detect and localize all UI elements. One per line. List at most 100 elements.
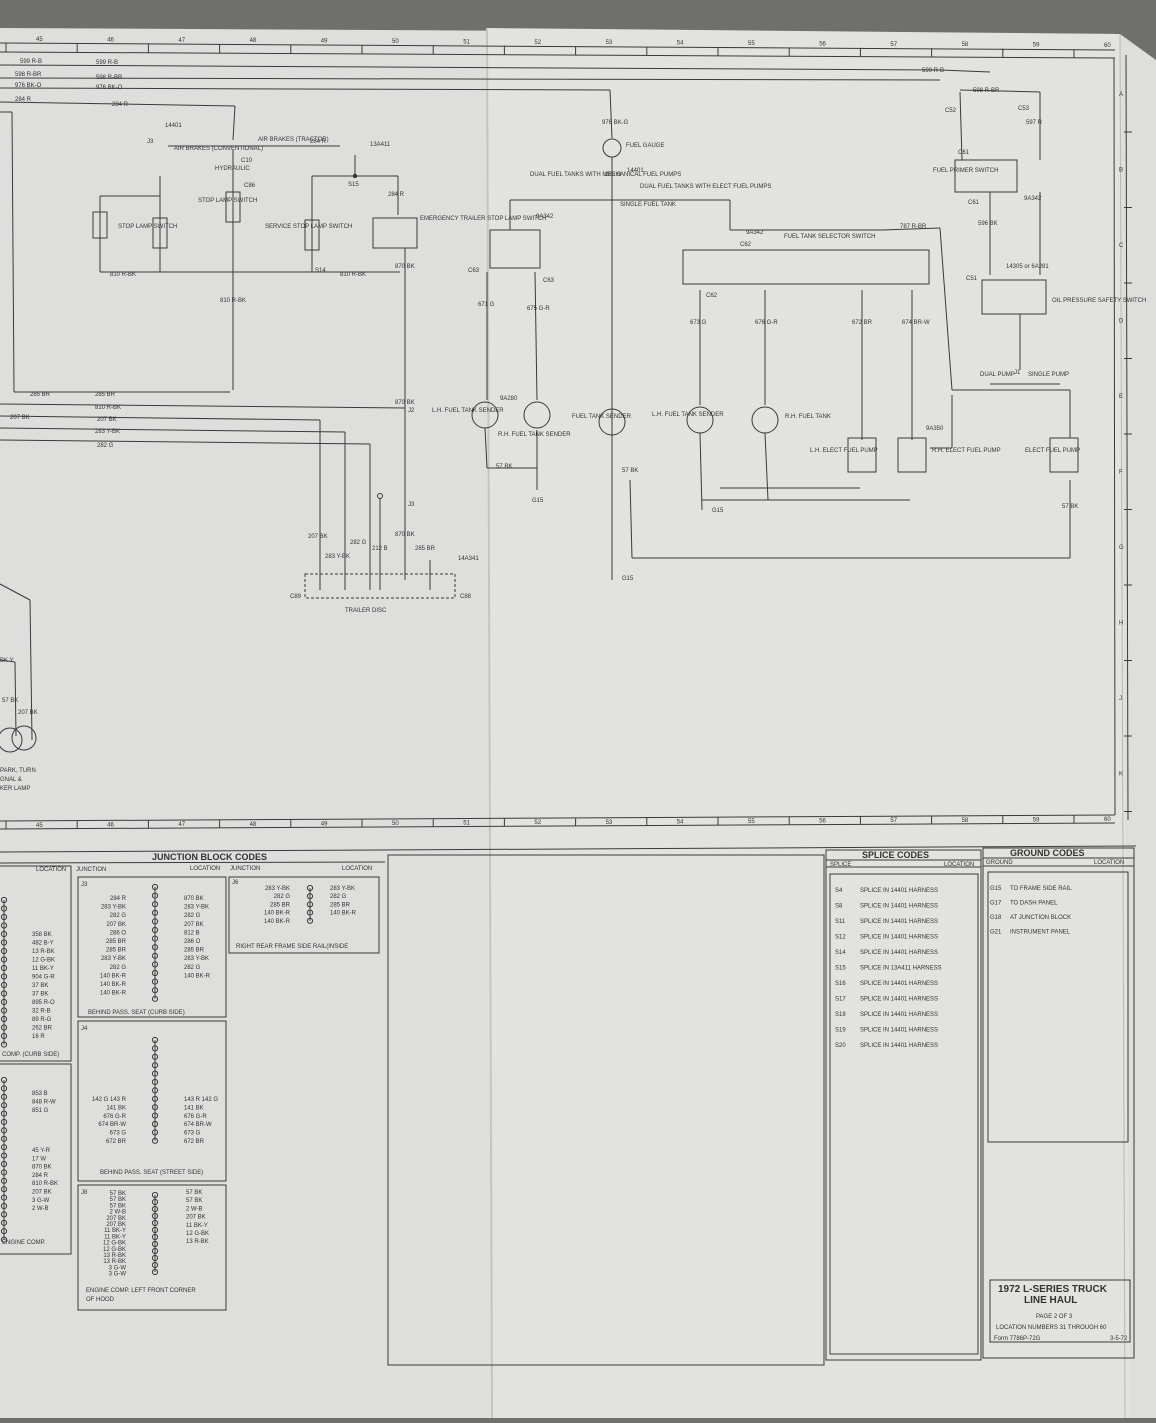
selector-switch-label: FUEL TANK SELECTOR SWITCH [784,234,875,240]
left-col3-wire: 207 BK [32,1190,52,1196]
j8-right-wire: 57 BK [186,1198,202,1204]
j8-left-wire: 11 BK-Y [104,1234,126,1240]
ruler-top-number: 54 [677,41,684,47]
ruler-bottom-number: 45 [36,823,43,829]
primer-9a342: 9A342 [1024,196,1042,202]
j3-right-wire: 286 O [184,939,201,945]
wire-label-599: 599 R-B [20,59,42,65]
j6-left-wire: 140 BK-R [264,919,291,925]
c89-label: C89 [290,594,302,600]
left-col2-wire: 848 R-W [32,1100,56,1106]
primer-circuit [939,69,1060,385]
fuel-9a342-b: 9A342 [746,230,764,236]
single-pump-label: SINGLE PUMP [1028,372,1069,378]
left-loc-3: ENGINE COMP. [2,1240,46,1246]
j6-location: RIGHT REAR FRAME SIDE RAIL(INSIDE [236,944,348,950]
j6-left-wire: 285 BR [270,902,291,908]
j4-left-wire: 674 BR-W [98,1122,126,1128]
trailer-j2-label: J2 [408,408,415,414]
wire-870-b: 870 BK [395,400,415,406]
left-col3-wire: 870 BK [32,1165,52,1171]
splice-code: S17 [835,997,846,1003]
fuel-wire-676: 676 G-R [755,320,778,326]
ruler-bottom-number: 57 [890,818,897,824]
ruler-top-number: 47 [178,38,185,44]
wire-284-b: 284 R [388,192,405,198]
title-page: PAGE 2 OF 3 [1036,1314,1073,1320]
ground-code: G21 [990,930,1002,936]
j6-right-wire: 140 BK-R [330,911,357,917]
ruler-top-number: 57 [890,42,897,48]
j8-left-wire: 13 R-BK [103,1253,126,1259]
wire-label-285b: 285 BR [95,392,116,398]
splice-hdr-splice: SPLICE [830,862,851,868]
paper-fold [486,27,493,1419]
left-col-wire: 895 R-O [32,1000,55,1006]
fuel-c62-a: C62 [740,242,752,248]
ruler-top-number: 60 [1104,43,1111,49]
primer-c61-b: C61 [968,200,980,206]
j8-left-wire: 12 G-BK [103,1247,126,1253]
ruler-right-letter: H [1119,621,1123,627]
fuel-wire-976: 976 BK-G [602,120,629,126]
ground-code: G15 [990,886,1002,892]
left-col-wire: 37 BK [32,983,48,989]
j6-right-wire: 282 G [330,894,347,900]
ruler-top-number: 46 [107,37,114,43]
fuel-wire-672: 672 BR [852,320,873,326]
title-locs: LOCATION NUMBERS 31 THROUGH 60 [996,1325,1107,1331]
paper-edge [1119,33,1126,1419]
primer-wire-598: 598 R-BR [973,88,1000,94]
left-col2-wire: 851 G [32,1108,49,1114]
ground-location: TO FRAME SIDE RAIL [1010,886,1072,892]
left-col3-wire: 3 G-W [32,1198,50,1204]
splice-hdr-location: LOCATION [944,862,974,868]
j3-left-wire: 285 BR [106,939,127,945]
left-cut-area [0,583,37,753]
fuel-wire-675: 675 G-R [527,306,550,312]
elect-pump-label: ELECT FUEL PUMP [1025,448,1080,454]
dual-pump-label: DUAL PUMP [980,372,1015,378]
j3-right-wire: 870 BK [184,896,204,902]
jb-hdr-location-c: LOCATION [342,866,372,872]
ruler-top-number: 50 [392,39,399,45]
ruler-top-number: 59 [1033,43,1040,49]
j3-left-wire: 282 G [110,965,127,971]
wire-label-284: 284 R [15,97,32,103]
j3-id: J3 [81,882,88,888]
j3-left-wire: 283 Y-BK [101,956,126,962]
ground-g15-a: G15 [532,498,544,504]
splice-location: SPLICE IN 14401 HARNESS [860,904,938,910]
j4-left-wire: 141 BK [106,1105,126,1111]
j6-left-wire: 140 BK-R [264,911,291,917]
ground-code: G18 [990,915,1002,921]
j8-left-wire: 207 BK [106,1216,126,1222]
fuel-9a280: 9A280 [500,396,518,402]
splice-location: SPLICE IN 14401 HARNESS [860,1028,938,1034]
ruler-top-number: 45 [36,37,43,43]
j3-left-wire: 140 BK-R [100,991,127,997]
primer-c53: C53 [1018,106,1030,112]
trailer-connector [304,420,456,599]
j4-left-wire: 142 G 143 R [92,1097,127,1103]
j8-left-wire: 12 G-BK [103,1241,126,1247]
left-col-wire: 482 B-Y [32,941,54,947]
ruler-bottom-number: 53 [606,820,613,826]
j4-right-wire: 676 G-R [184,1114,207,1120]
air-brakes-tractor-label: AIR BRAKES (TRACTOR) [258,137,329,143]
ruler-bottom-number: 54 [677,819,684,825]
s14-label: S14 [315,268,326,274]
ruler-right-letter: J [1119,696,1122,702]
harness-14401-a: 14401 [165,123,182,129]
j6-right-wire: 285 BR [330,902,351,908]
fuel-c63-b: C63 [543,278,555,284]
j3-left-wire: 284 R [110,896,127,902]
fuel-wire-286-a: 286 O [605,172,622,178]
splice-code: S20 [835,1043,846,1049]
wire-label-282: 282 G [97,443,114,449]
service-stop-lamp-label: SERVICE STOP LAMP SWITCH [265,224,352,230]
right-ruler-line [1125,54,1129,821]
ground-code: G17 [990,901,1002,907]
